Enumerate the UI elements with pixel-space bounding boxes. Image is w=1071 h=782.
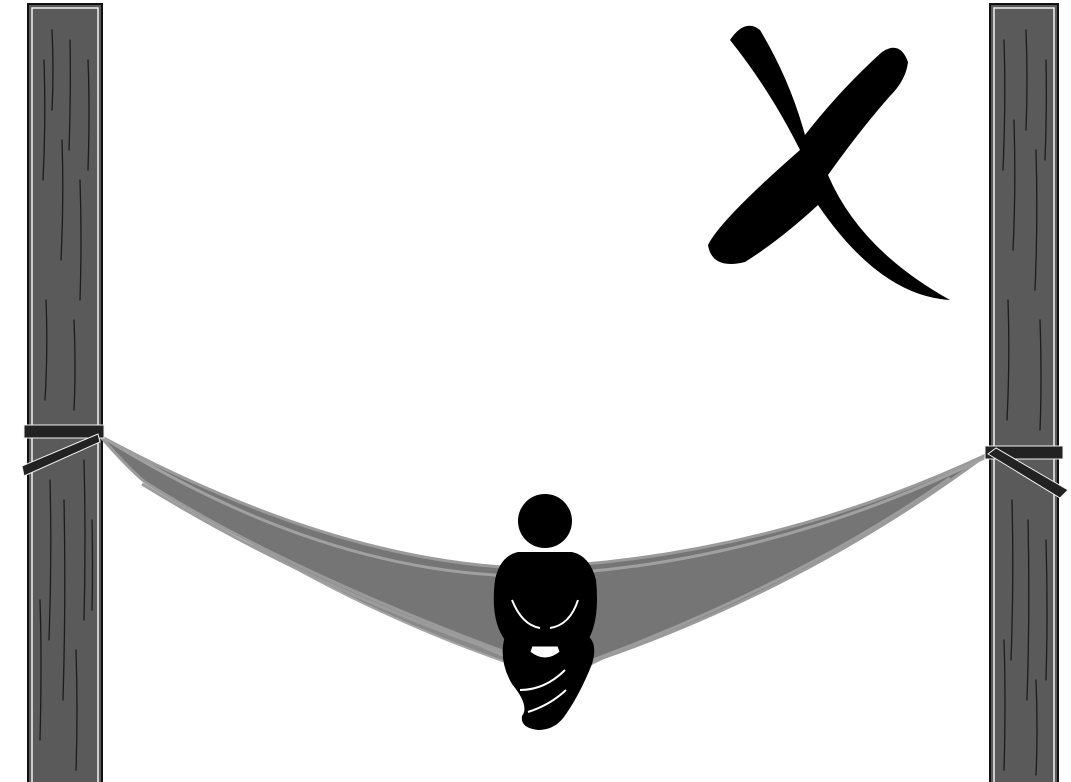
left-tree-trunk	[28, 4, 102, 782]
person-head	[518, 494, 572, 548]
right-tree	[990, 4, 1058, 782]
person-torso	[494, 552, 597, 640]
right-tree-trunk	[990, 4, 1058, 782]
left-tree	[28, 4, 102, 782]
x-mark-icon	[708, 26, 950, 300]
seated-person-icon	[494, 494, 597, 730]
